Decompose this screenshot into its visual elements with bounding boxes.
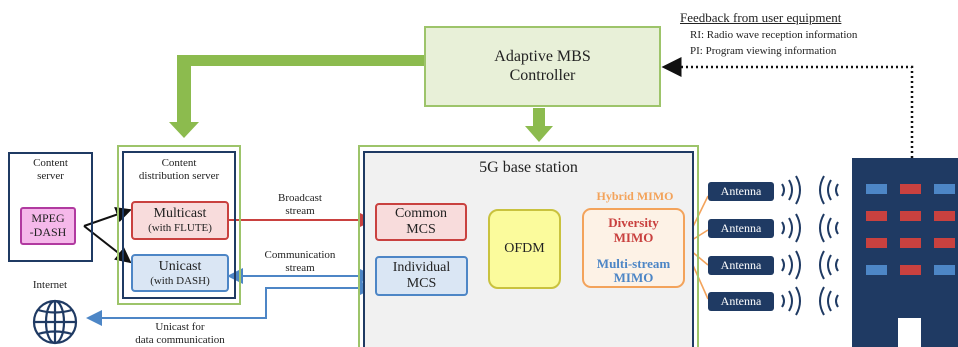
diversity-mimo-label-line2: MIMO bbox=[613, 230, 654, 245]
antenna-box-1: Antenna bbox=[708, 182, 774, 201]
base-station-title: 5G base station bbox=[479, 159, 578, 176]
unicast-data-label-line2: data communication bbox=[135, 334, 225, 346]
radio-wave-in-icon-1 bbox=[819, 175, 839, 205]
diversity-mimo-label-line1: Diversity bbox=[608, 215, 659, 230]
radio-wave-out-icon-1 bbox=[781, 175, 801, 205]
multistream-mimo-label-line2: MIMO bbox=[613, 270, 654, 285]
multicast-sublabel: (with FLUTE) bbox=[148, 222, 212, 235]
unicast-sublabel: (with DASH) bbox=[150, 274, 210, 287]
radio-wave-in-icon-4 bbox=[819, 286, 839, 316]
base-station-outer bbox=[358, 145, 699, 347]
radio-wave-in-icon-2 bbox=[819, 213, 839, 243]
broadcast-stream-label-line2: stream bbox=[285, 205, 315, 217]
multicast-box: Multicast (with FLUTE) bbox=[131, 201, 229, 240]
content-server-label-line2: server bbox=[37, 170, 64, 182]
unicast-data-line bbox=[86, 280, 374, 326]
feedback-pi: PI: Program viewing information bbox=[690, 45, 837, 57]
ofdm-box: OFDM bbox=[488, 209, 561, 289]
antenna-box-3: Antenna bbox=[708, 256, 774, 275]
controller-label-line2: Controller bbox=[509, 66, 576, 84]
common-mcs-label-line1: Common bbox=[394, 205, 448, 221]
antenna-box-4: Antenna bbox=[708, 292, 774, 311]
broadcast-stream-label-line1: Broadcast bbox=[278, 192, 322, 204]
feedback-title: Feedback from user equipment bbox=[680, 10, 842, 25]
radio-wave-icons bbox=[781, 175, 839, 316]
antenna-box-2: Antenna bbox=[708, 219, 774, 238]
mpeg-label-line1: MPEG bbox=[31, 211, 65, 226]
distribution-server-label-line1: Content bbox=[161, 157, 197, 169]
distribution-server-label-line2: distribution server bbox=[138, 170, 220, 182]
common-mcs-label-line2: MCS bbox=[406, 222, 436, 237]
unicast-label: Unicast bbox=[158, 258, 202, 274]
communication-stream-label-line1: Communication bbox=[264, 249, 336, 261]
mpeg-label-line2: -DASH bbox=[29, 225, 67, 239]
unicast-box: Unicast (with DASH) bbox=[131, 254, 229, 292]
content-server-label-line1: Content bbox=[33, 157, 68, 169]
controller-to-distribution-arrow bbox=[174, 60, 424, 134]
ofdm-label: OFDM bbox=[504, 240, 545, 256]
feedback-ri: RI: Radio wave reception information bbox=[690, 29, 858, 41]
unicast-data-label-line1: Unicast for bbox=[155, 321, 205, 333]
internet-label: Internet bbox=[32, 279, 68, 291]
individual-mcs-label-line2: MCS bbox=[406, 276, 437, 291]
distribution-server-outer bbox=[117, 145, 241, 305]
building-icon bbox=[852, 158, 958, 347]
radio-wave-out-icon-4 bbox=[781, 286, 801, 316]
antenna-label-1: Antenna bbox=[720, 183, 762, 198]
controller-label-line1: Adaptive MBS bbox=[494, 48, 591, 66]
content-server: Content server bbox=[8, 152, 93, 262]
controller-to-basestation-arrow bbox=[525, 108, 553, 142]
radio-wave-out-icon-3 bbox=[781, 250, 801, 280]
antenna-label-4: Antenna bbox=[720, 293, 762, 308]
mpeg-dash-box: MPEG -DASH bbox=[20, 207, 76, 245]
adaptive-mbs-controller: Adaptive MBS Controller bbox=[424, 26, 661, 107]
multistream-mimo-label-line1: Multi-stream bbox=[596, 256, 671, 271]
multicast-label: Multicast bbox=[153, 206, 207, 222]
communication-stream-label-line2: stream bbox=[285, 262, 315, 274]
individual-mcs-box: Individual MCS bbox=[375, 256, 468, 296]
globe-icon bbox=[32, 299, 78, 345]
radio-wave-in-icon-3 bbox=[819, 250, 839, 280]
controller-to-distribution-arrow-shaft bbox=[169, 55, 424, 138]
feedback-dotted-line bbox=[661, 57, 914, 158]
antenna-label-2: Antenna bbox=[720, 220, 762, 235]
radio-wave-out-icon-2 bbox=[781, 213, 801, 243]
hybrid-mimo-box bbox=[582, 208, 685, 288]
distribution-server: Content distribution server bbox=[122, 151, 236, 299]
hybrid-mimo-label: Hybrid MIMO bbox=[596, 189, 674, 203]
individual-mcs-label-line1: Individual bbox=[392, 259, 451, 275]
common-mcs-box: Common MCS bbox=[375, 203, 467, 241]
antenna-label-3: Antenna bbox=[720, 257, 762, 272]
